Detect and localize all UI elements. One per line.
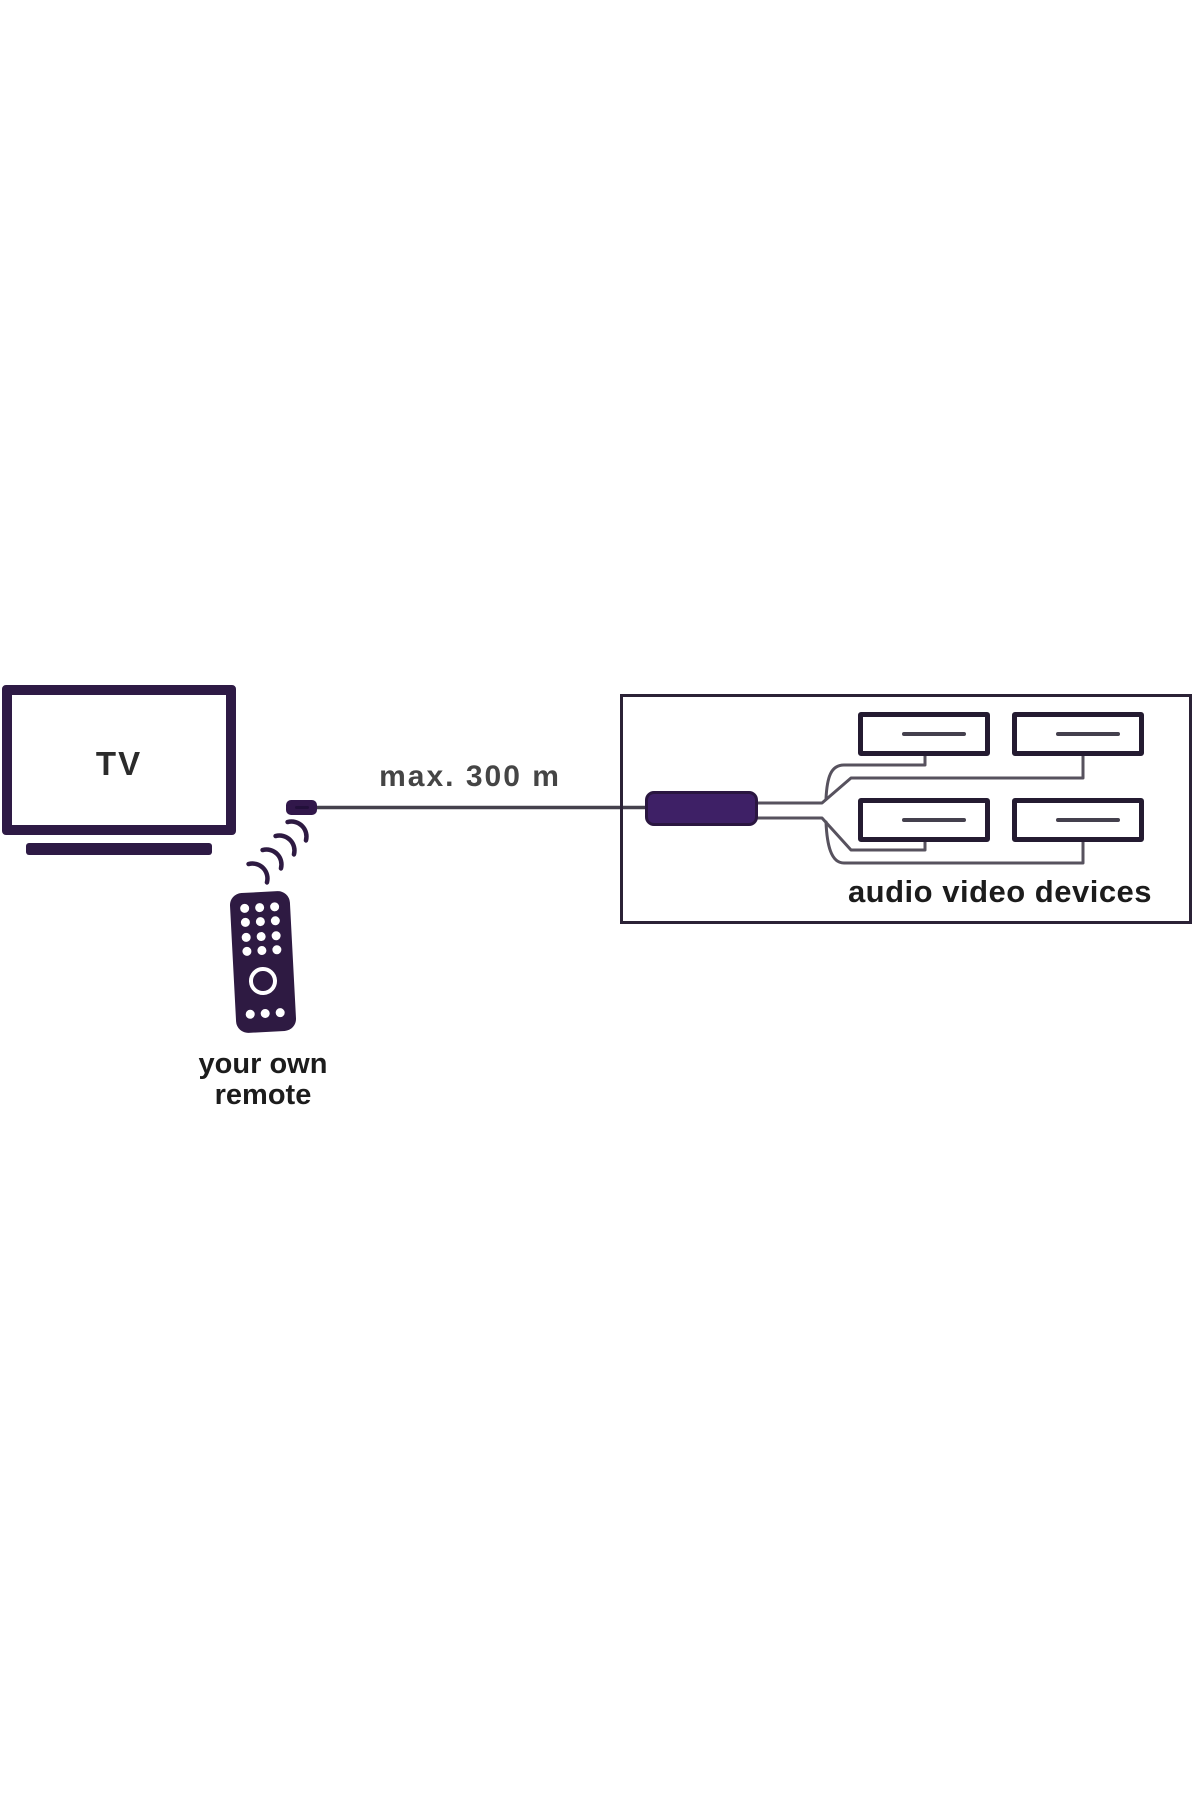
tv-icon: TV	[2, 685, 236, 835]
wire-top-left-device	[824, 752, 927, 801]
device-slot-dash	[1056, 818, 1120, 822]
signal-waves-icon	[246, 819, 309, 885]
remote-button	[269, 901, 279, 912]
remote-button	[270, 916, 280, 926]
tv-stand	[26, 843, 212, 855]
remote-label-line2: remote	[214, 1079, 312, 1111]
tv-label: TV	[95, 745, 143, 782]
remote-button	[244, 1009, 255, 1019]
remote-button	[239, 903, 249, 913]
remote-button	[259, 1008, 270, 1018]
remote-button	[255, 931, 266, 941]
wire-bottom-left-device	[752, 816, 927, 852]
remote-button	[241, 946, 252, 957]
av-device-bottom-right	[1012, 798, 1144, 842]
remote-button	[271, 945, 282, 955]
av-devices-box	[620, 694, 1192, 924]
remote-button-grid	[239, 901, 282, 957]
device-slot-dash	[902, 818, 966, 822]
av-device-bottom-left	[858, 798, 990, 842]
av-device-top-right	[1012, 712, 1144, 756]
remote-label-line1: your own	[198, 1048, 328, 1080]
remote-button	[256, 945, 267, 956]
ir-transmitter-icon	[645, 791, 758, 826]
ir-receiver-dash	[294, 806, 309, 809]
remote-ok-ring	[248, 965, 278, 996]
remote-button	[240, 917, 250, 928]
ir-receiver-icon	[286, 800, 317, 815]
remote-button	[240, 932, 251, 942]
cable-length-label: max. 300 m	[379, 760, 561, 793]
remote-button	[274, 1007, 285, 1017]
remote-button	[255, 916, 265, 927]
remote-bottom-buttons	[244, 1007, 285, 1019]
device-slot-dash	[902, 732, 966, 736]
remote-button	[254, 902, 264, 912]
wire-top-right-device	[752, 752, 1085, 805]
remote-icon	[229, 890, 297, 1034]
device-slot-dash	[1056, 732, 1120, 736]
wire-bottom-right-device	[824, 820, 1085, 865]
remote-label: your own remote	[163, 1049, 363, 1111]
remote-button	[270, 930, 281, 941]
av-device-top-left	[858, 712, 990, 756]
av-devices-label: audio video devices	[847, 874, 1153, 909]
